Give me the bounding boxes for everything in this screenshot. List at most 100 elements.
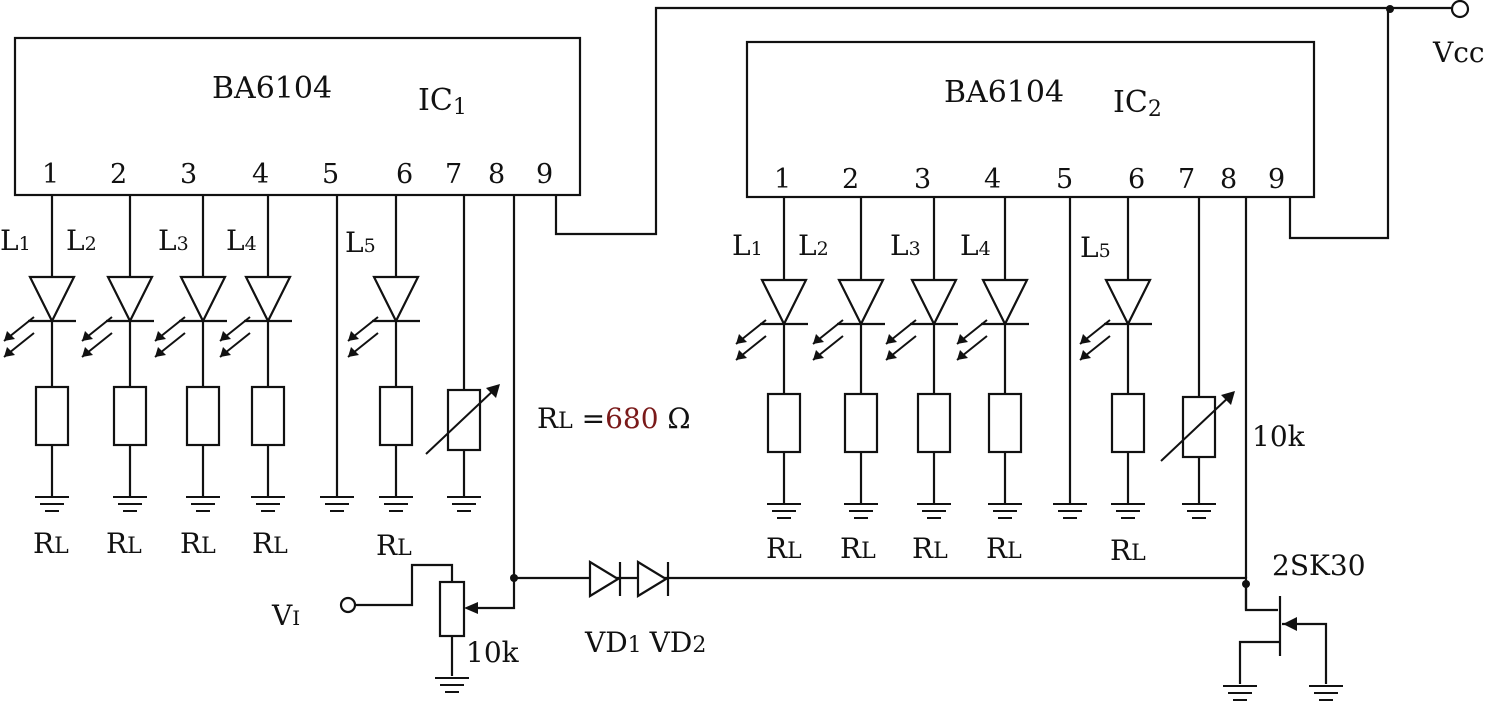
jfet-2sk30: 2SK30 — [1238, 549, 1366, 684]
ic1-led-label-3: L3 — [158, 224, 189, 257]
ic2-led-label-1: L1 — [732, 229, 763, 262]
vi-terminal — [339, 596, 357, 614]
ic2-branch-4 — [956, 197, 1029, 504]
ic1-pin-3: 3 — [180, 159, 197, 190]
ic1-pin7-var-resistor-adjust-arrow — [486, 384, 500, 398]
ic2-led-label-5: L5 — [1080, 231, 1111, 264]
ic2-branch-3-led — [910, 278, 958, 327]
led-branches — [3, 195, 1235, 504]
vcc-bus-wire — [554, 6, 1452, 236]
ic1-branch-1-arrowhead-1 — [4, 331, 15, 341]
vcc-terminal-circle — [1450, 0, 1470, 19]
ic1-pin7-var-resistor-adjust-line — [425, 387, 497, 455]
ic2-pin9-wire — [1288, 8, 1390, 240]
ic1-branch-3-arrowhead-1 — [155, 331, 166, 341]
jfet-source-ground — [1223, 685, 1257, 701]
ic1-branch-3-led — [179, 275, 227, 324]
ic2-branch-2-led — [837, 278, 885, 327]
ic1-pin-2: 2 — [110, 159, 127, 190]
vi-wire — [356, 563, 454, 607]
ic1-branch-5-arrowhead-2 — [348, 347, 359, 357]
ic1-pin5-ground-ground — [320, 496, 354, 512]
ic1-resistor-label-1: RL — [33, 527, 69, 560]
ic2-pot-value: 10k — [1252, 420, 1306, 453]
ic2-pin7-var-resistor-ground — [1182, 503, 1216, 519]
ic2-branch-5-arrowhead-1 — [1080, 334, 1091, 344]
ic1-branch-5 — [347, 195, 420, 497]
ic2-branch-5-arrowhead-2 — [1080, 350, 1091, 360]
ic1-resistor-label-3: RL — [180, 527, 216, 560]
vd1-diode — [588, 560, 621, 598]
ic1-branch-4 — [219, 195, 292, 497]
ic1-branch-4-arrowhead-2 — [220, 347, 231, 357]
ic1-resistor-label-4: RL — [252, 527, 288, 560]
jfet-label: 2SK30 — [1272, 549, 1366, 582]
ic1-led-label-5: L5 — [345, 226, 376, 259]
ic1-branch-4-resistor — [250, 385, 286, 447]
ic1-led-label-4: L4 — [226, 224, 257, 257]
ic2-branch-4-led — [981, 278, 1029, 327]
ic1-branch-1-resistor — [34, 385, 70, 447]
ic2-branch-1-ground — [767, 503, 801, 519]
ic2-pin-6: 6 — [1128, 164, 1145, 195]
ic2-resistor-label-1: RL — [766, 532, 802, 565]
ic1-branch-5-led — [372, 275, 420, 324]
ic2-led-label-2: L2 — [798, 229, 829, 262]
ic1-resistor-label-2: RL — [106, 527, 142, 560]
ic2-branch-2-arrowhead-2 — [813, 350, 824, 360]
ic1-pin7-var-resistor-ground — [447, 496, 481, 512]
ic2-branch-3-arrowhead-1 — [886, 334, 897, 344]
ic2-branch-3-resistor — [916, 392, 952, 454]
ic1-branch-3-resistor — [185, 385, 221, 447]
ic2-branch-2-arrowhead-1 — [813, 334, 824, 344]
jfet-gate-ground — [1309, 685, 1343, 701]
rl-value: 680 — [605, 402, 658, 435]
ic2-branch-5 — [1079, 197, 1152, 504]
ic1-body — [13, 36, 582, 197]
ic1-pin7-var-resistor — [425, 195, 500, 497]
ic1-pin-9: 9 — [536, 159, 553, 190]
ic1-branch-1-arrowhead-2 — [4, 347, 15, 357]
ic1-branch-1-ground — [35, 496, 69, 512]
ic1-part-label: BA6104 — [212, 71, 332, 106]
ic2: BA6104 IC2 1 2 3 4 5 6 7 8 9 L1 L2 L3 L4… — [732, 40, 1316, 567]
ic2-pin-1: 1 — [774, 164, 791, 195]
ic2-branch-1-arrowhead-2 — [736, 350, 747, 360]
jfet-drain-wire — [1244, 584, 1278, 612]
ic2-resistor-label-5: RL — [1110, 534, 1146, 567]
ic1-led-label-2: L2 — [66, 224, 97, 257]
ic2-branch-1-arrowhead-1 — [736, 334, 747, 344]
pot-ground — [435, 677, 469, 693]
ic1-pin-5: 5 — [322, 159, 339, 190]
vcc-junction — [1386, 5, 1394, 13]
jfet-source-wire — [1238, 640, 1280, 684]
ic1-branch-4-arrowhead-1 — [220, 331, 231, 341]
pot-value-label: 10k — [466, 636, 520, 669]
ic2-branch-3 — [885, 197, 958, 504]
ic1-pin-6: 6 — [396, 159, 413, 190]
ic2-resistor-labels: RL RL RL RL RL — [766, 532, 1146, 567]
ic2-pin7-var-resistor-resistor — [1181, 395, 1217, 459]
ic2-led-labels: L1 L2 L3 L4 L5 — [732, 229, 1111, 264]
ic2-branch-5-resistor — [1110, 392, 1146, 454]
vcc-label: Vcc — [1432, 36, 1485, 69]
vi-label: VI — [271, 599, 300, 632]
ic2-branch-5-led — [1104, 278, 1152, 327]
ic1-pin-7: 7 — [445, 159, 462, 190]
ic1-branch-2-ground — [113, 496, 147, 512]
ic2-branch-4-arrowhead-1 — [957, 334, 968, 344]
vcc-terminal: Vcc — [1432, 0, 1485, 69]
ic1-branch-2-led — [106, 275, 154, 324]
ic1-branch-1-led — [28, 275, 76, 324]
jfet-gate-wire — [1282, 622, 1328, 684]
ic1-pin-4: 4 — [252, 159, 269, 190]
ic2-led-label-3: L3 — [890, 229, 921, 262]
ic2-branch-4-resistor — [987, 392, 1023, 454]
ic1-pin-1: 1 — [42, 159, 59, 190]
ic1-branch-2-arrowhead-2 — [82, 347, 93, 357]
ic1-branch-4-ground — [251, 496, 285, 512]
ic2-branch-1-resistor — [766, 392, 802, 454]
ic2-pin5-ground-ground — [1053, 503, 1087, 519]
